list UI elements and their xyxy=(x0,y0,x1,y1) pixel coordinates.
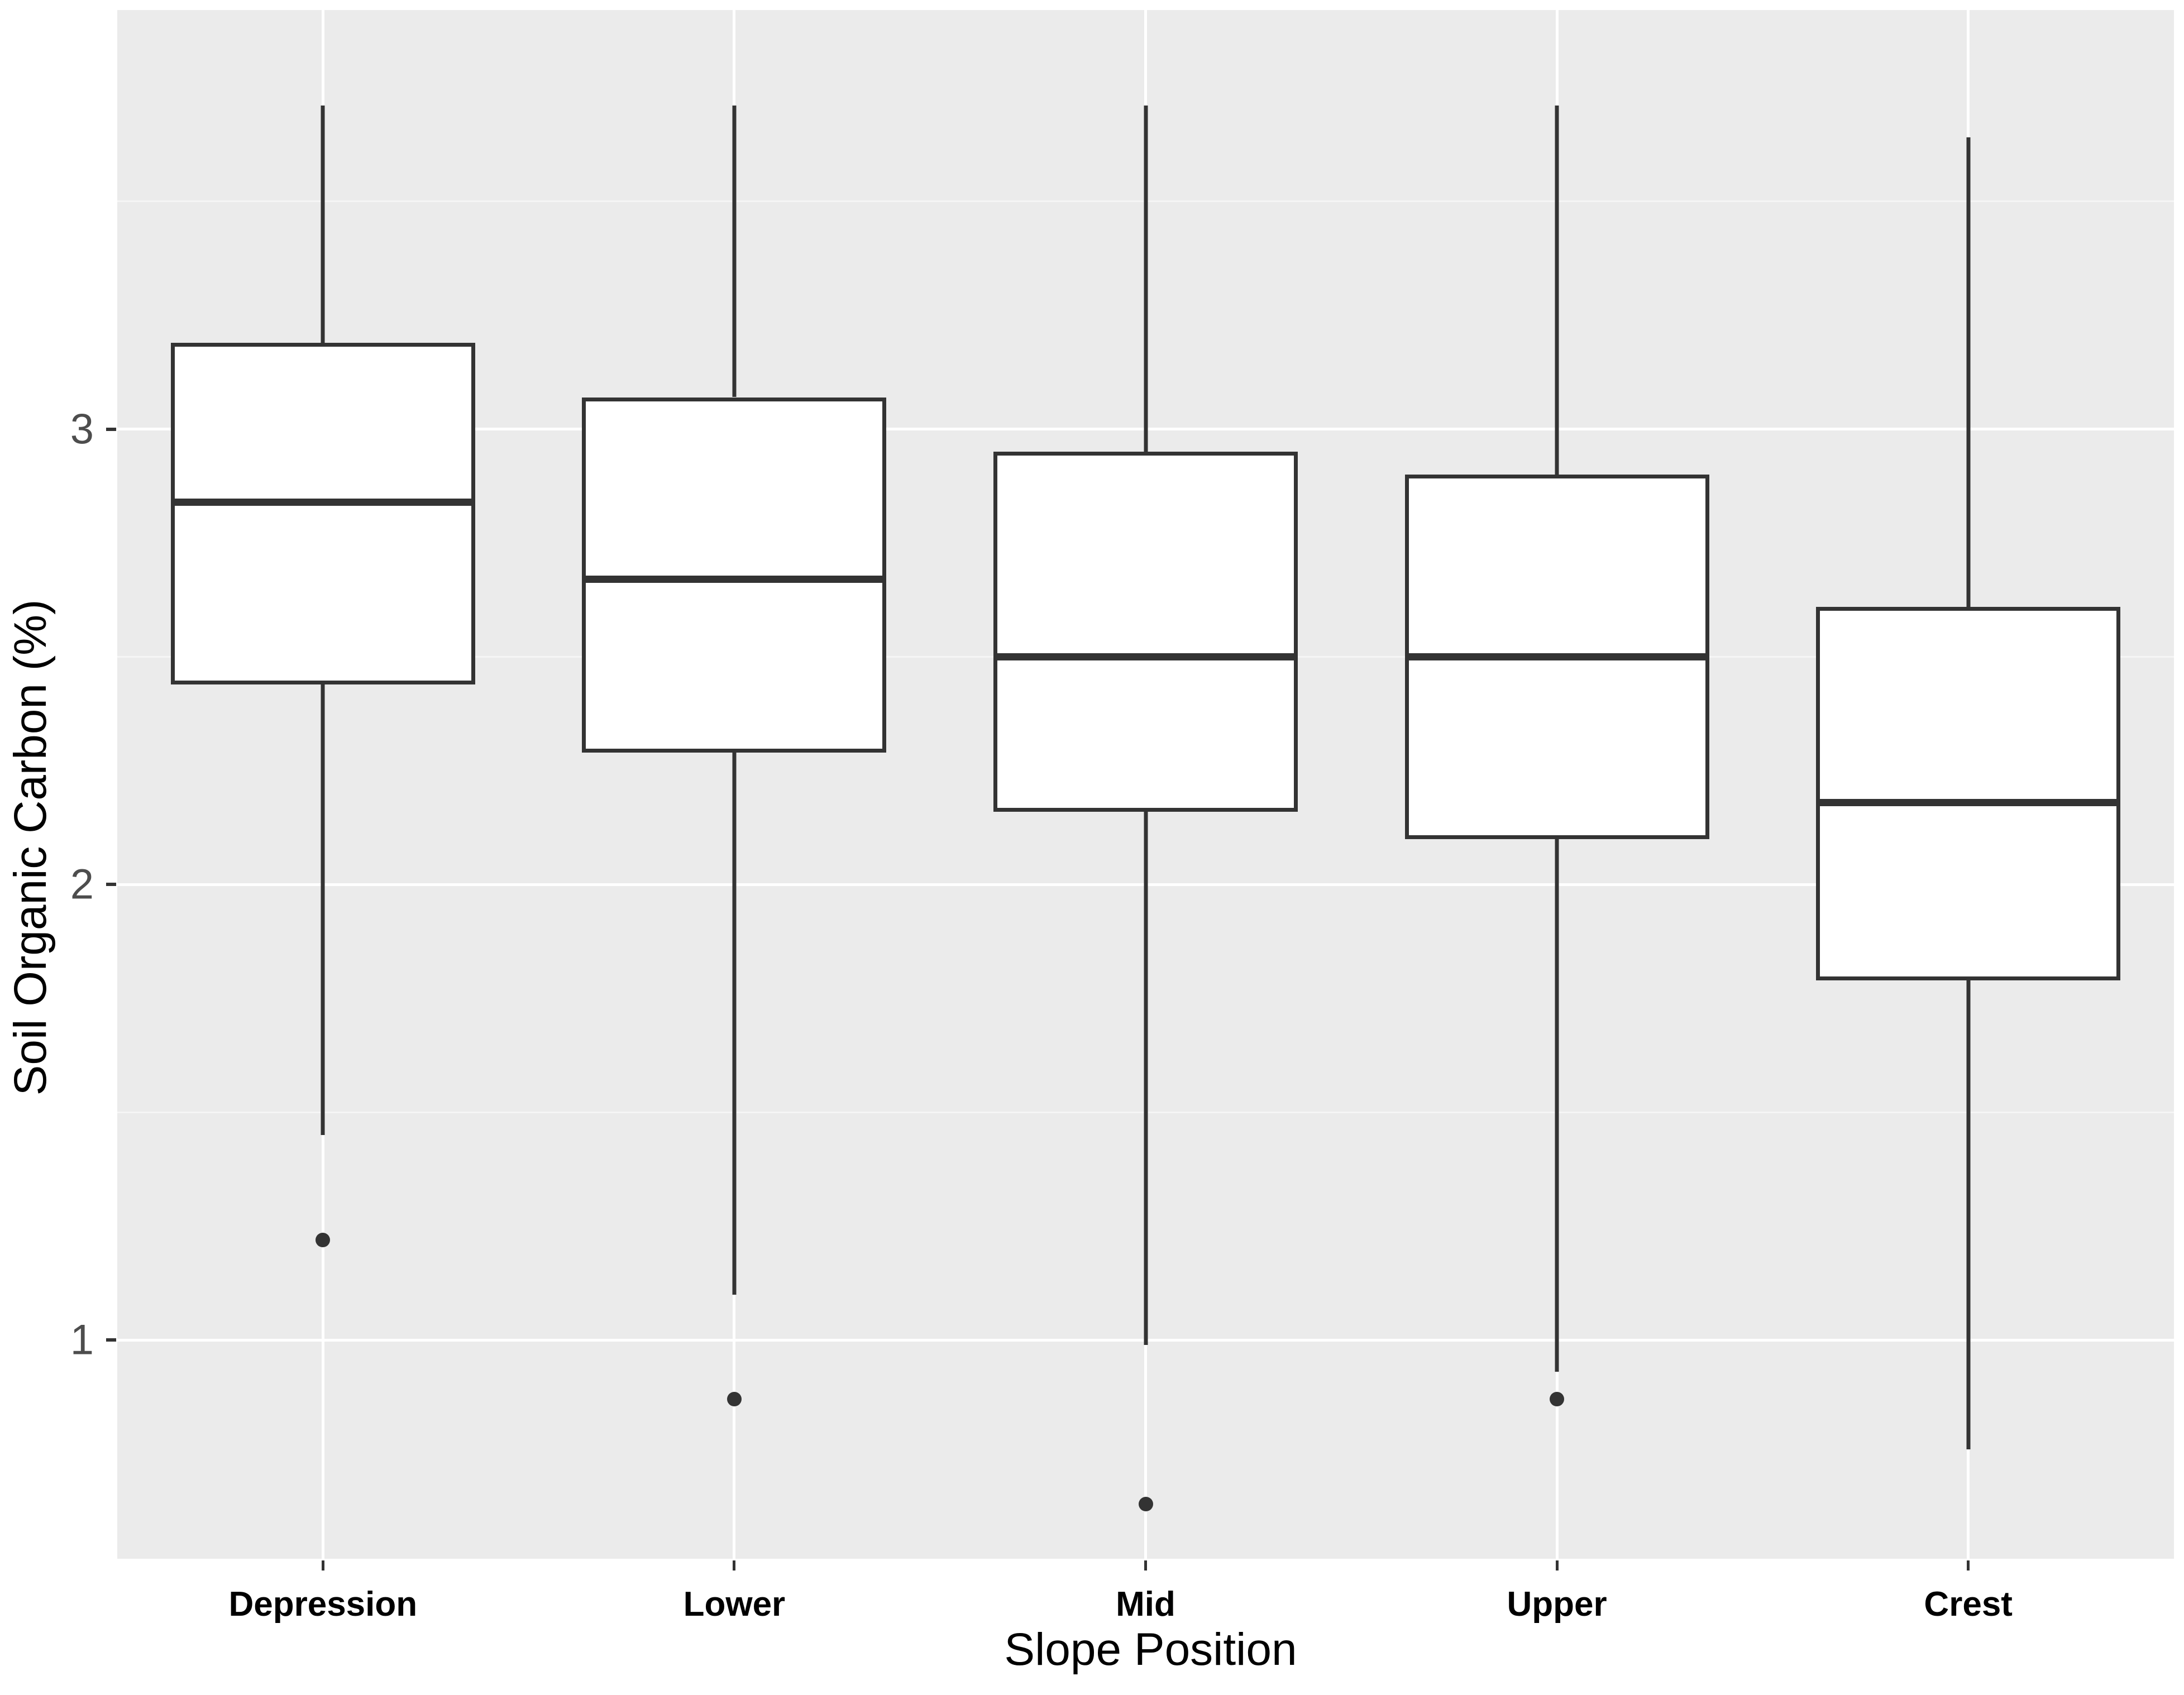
y-tick-label-2: 2 xyxy=(70,860,94,908)
whisker-upper-depression xyxy=(321,106,325,343)
median-line-upper xyxy=(1404,653,1709,661)
outlier-point-mid-1 xyxy=(1138,1497,1153,1512)
x-tick-mark-mid xyxy=(1144,1560,1147,1570)
median-line-depression xyxy=(170,498,475,506)
whisker-upper-upper xyxy=(1555,106,1559,475)
y-tick-mark-3 xyxy=(106,427,116,431)
box-mid xyxy=(993,452,1298,812)
x-tick-label-upper: Upper xyxy=(1507,1585,1607,1624)
median-line-mid xyxy=(993,653,1298,661)
box-crest xyxy=(1816,606,2121,980)
outlier-point-depression-1 xyxy=(316,1232,331,1247)
x-tick-mark-depression xyxy=(321,1560,324,1570)
whisker-upper-lower xyxy=(732,106,737,398)
whisker-lower-upper xyxy=(1555,839,1559,1372)
median-line-lower xyxy=(582,576,887,583)
outlier-point-lower-1 xyxy=(727,1392,742,1407)
outlier-point-upper-1 xyxy=(1550,1392,1565,1407)
whisker-lower-depression xyxy=(321,684,325,1136)
plot-panel xyxy=(117,10,2174,1559)
box-depression xyxy=(170,342,475,684)
y-axis-title: Soil Organic Carbon (%) xyxy=(5,599,56,1096)
y-tick-mark-2 xyxy=(106,883,116,887)
x-axis-title: Slope Position xyxy=(1004,1624,1297,1675)
x-tick-mark-upper xyxy=(1555,1560,1559,1570)
whisker-upper-mid xyxy=(1144,106,1148,452)
x-tick-label-crest: Crest xyxy=(1924,1585,2013,1624)
y-tick-mark-1 xyxy=(106,1338,116,1342)
whisker-lower-crest xyxy=(1966,980,1971,1450)
whisker-lower-lower xyxy=(732,752,737,1295)
x-tick-label-depression: Depression xyxy=(228,1585,418,1624)
median-line-crest xyxy=(1816,799,2121,807)
whisker-upper-crest xyxy=(1966,137,1971,607)
whisker-lower-mid xyxy=(1144,811,1148,1345)
y-tick-label-1: 1 xyxy=(70,1316,94,1364)
x-tick-mark-lower xyxy=(733,1560,736,1570)
x-tick-label-lower: Lower xyxy=(683,1585,786,1624)
box-lower xyxy=(582,397,887,753)
y-tick-label-3: 3 xyxy=(70,405,94,453)
x-tick-label-mid: Mid xyxy=(1116,1585,1175,1624)
x-tick-mark-crest xyxy=(1967,1560,1970,1570)
